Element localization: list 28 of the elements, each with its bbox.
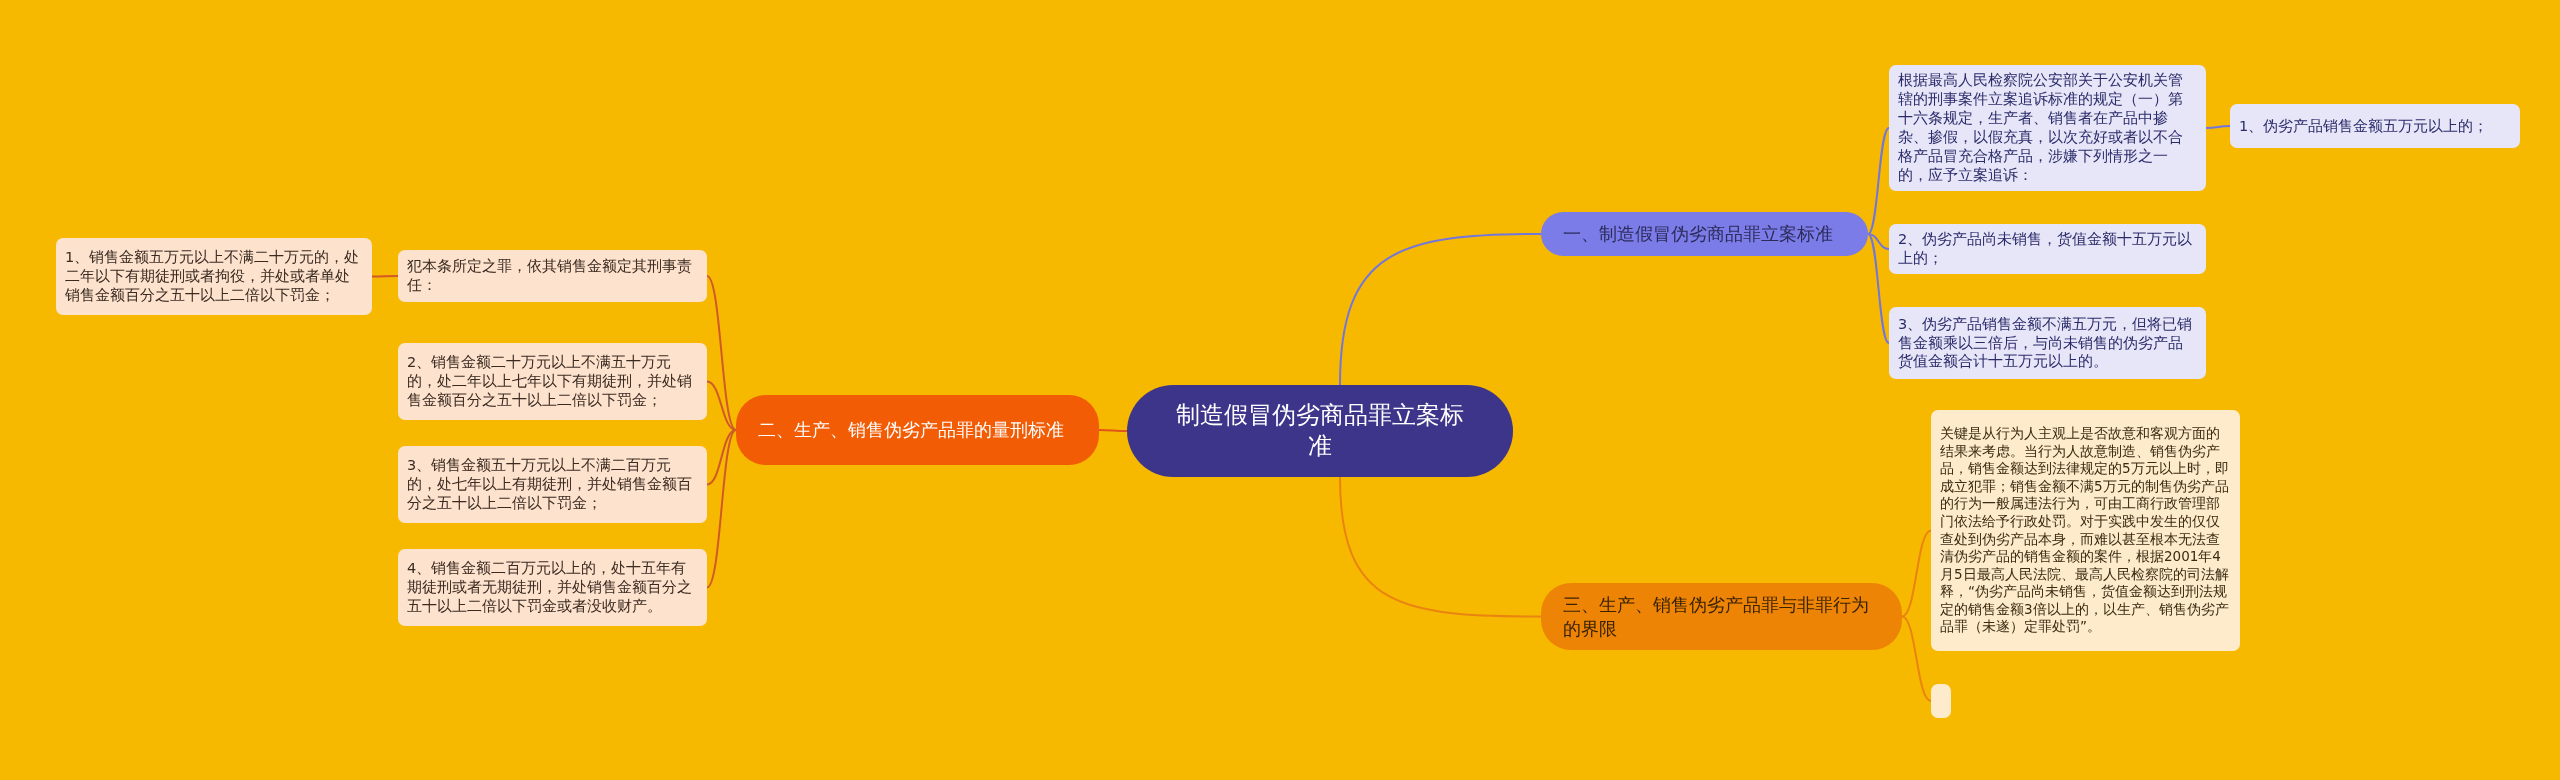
connector-line xyxy=(1098,429,1128,432)
connector-line xyxy=(2205,125,2231,129)
connector-line xyxy=(706,380,737,431)
branch-topic: 二、生产、销售伪劣产品罪的量刑标准 xyxy=(736,395,1099,465)
subtopic-box: 3、伪劣产品销售金额不满五万元，但将已销售金额乘以三倍后，与尚未销售的伪劣产品货值金额合计十五万元以上的。 xyxy=(1889,307,2206,379)
connector-line xyxy=(1901,529,1932,618)
subtopic-box: 根据最高人民检察院公安部关于公安机关管辖的刑事案件立案追诉标准的规定（一）第十六条规定，生产者、销售者在产品中掺杂、掺假，以假充真，以次充好或者以不合格产品冒充合格产品，涉嫌下列情形之一的，应予立案追诉： xyxy=(1889,65,2206,191)
connector-line xyxy=(706,429,737,589)
subtopic-box: 1、伪劣产品销售金额五万元以上的； xyxy=(2230,104,2520,148)
branch-topic: 一、制造假冒伪劣商品罪立案标准 xyxy=(1541,212,1868,256)
connector-line xyxy=(1867,233,1890,344)
subtopic-box: 2、销售金额二十万元以上不满五十万元的，处二年以上七年以下有期徒刑，并处销售金额百分之五十以上二倍以下罚金； xyxy=(398,343,707,420)
subtopic-box: 3、销售金额五十万元以上不满二百万元的，处七年以上有期徒刑，并处销售金额百分之五十以上二倍以下罚金； xyxy=(398,446,707,523)
connector-line xyxy=(1901,615,1932,702)
subtopic-box: 2、伪劣产品尚未销售，货值金额十五万元以上的； xyxy=(1889,224,2206,274)
subtopic-box: 4、销售金额二百万元以上的，处十五年有期徒刑或者无期徒刑，并处销售金额百分之五十以上二倍以下罚金或者没收财产。 xyxy=(398,549,707,626)
connector-line xyxy=(1867,233,1890,250)
connector-line xyxy=(1339,476,1542,618)
subtopic-box: 犯本条所定之罪，依其销售金额定其刑事责任： xyxy=(398,250,707,302)
connector-line xyxy=(706,275,737,431)
connector-line xyxy=(371,275,399,278)
connector-line xyxy=(1867,127,1890,235)
subtopic-box: 关键是从行为人主观上是否故意和客观方面的结果来考虑。当行为人故意制造、销售伪劣产品，销售金额达到法律规定的5万元以上时，即成立犯罪；销售金额不满5万元的制售伪劣产品的行为一般属违法行为，可由工商行政管理部门依法给予行政处罚。对于实践中发生的仅仅查处到伪劣产品本身，而难以甚至根本无法查清伪劣产品的销售金额的案件，根据2001年4月5日最高人民法院、最高人民检察院的司法解释，“伪劣产品尚未销售，货值金额达到刑法规定的销售金额3倍以上的，以生产、销售伪劣产品罪（未遂）定罪处罚”。 xyxy=(1931,410,2240,651)
connector-line xyxy=(1339,233,1542,386)
central-topic: 制造假冒伪劣商品罪立案标准 xyxy=(1127,385,1513,477)
empty-box xyxy=(1931,684,1951,718)
branch-topic: 三、生产、销售伪劣产品罪与非罪行为的界限 xyxy=(1541,583,1902,650)
subtopic-box: 1、销售金额五万元以上不满二十万元的，处二年以下有期徒刑或者拘役，并处或者单处销售金额百分之五十以上二倍以下罚金； xyxy=(56,238,372,315)
